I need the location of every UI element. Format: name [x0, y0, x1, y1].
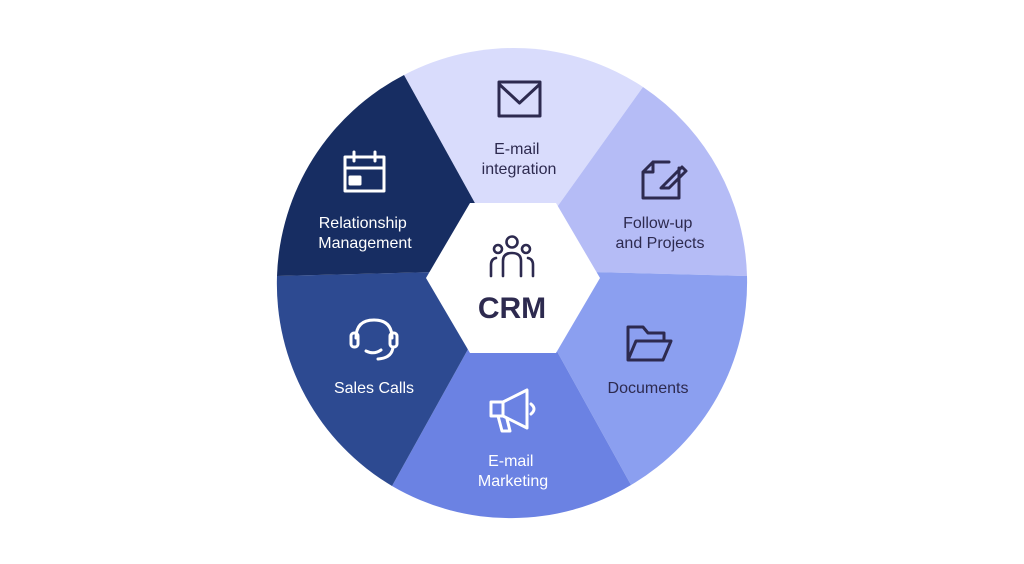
label-email-marketing: E-mail Marketing [478, 453, 548, 490]
segment-email-marketing [392, 270, 631, 519]
folder-icon [626, 325, 673, 362]
label-line: E-mail [488, 453, 533, 470]
label-email-integration: E-mail integration [482, 141, 557, 178]
label-line: Relationship [319, 215, 407, 232]
headset-icon [349, 318, 399, 361]
edit-document-icon [641, 160, 688, 200]
calendar-icon [343, 150, 386, 193]
envelope-icon [497, 80, 542, 118]
people-group-icon [489, 235, 535, 278]
label-relationship-management: Relationship Management [318, 215, 412, 252]
label-line: integration [482, 161, 557, 178]
label-followup-projects: Follow-up and Projects [616, 215, 705, 252]
label-documents: Documents [608, 380, 689, 397]
segment-relationship-management [277, 75, 512, 276]
label-line: Marketing [478, 473, 548, 490]
megaphone-icon [489, 388, 536, 433]
label-line: E-mail [494, 141, 539, 158]
center-title: CRM [478, 292, 546, 325]
label-line: Management [318, 235, 412, 252]
label-line: and Projects [616, 235, 705, 252]
label-sales-calls: Sales Calls [334, 380, 414, 397]
label-line: Documents [608, 380, 689, 397]
label-line: Sales Calls [334, 380, 414, 397]
center-hexagon [426, 203, 600, 353]
label-line: Follow-up [623, 215, 692, 232]
segment-email-integration [404, 48, 643, 271]
